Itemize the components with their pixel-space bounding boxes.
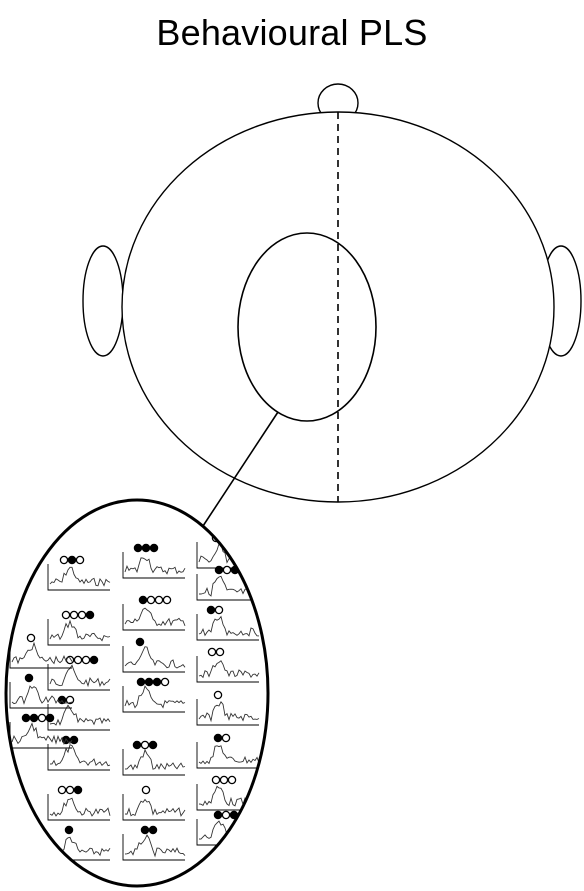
significance-marker <box>211 775 221 785</box>
significance-marker <box>206 605 216 615</box>
significance-marker <box>59 555 69 565</box>
significance-marker <box>77 610 87 620</box>
electrode-waveform-panel <box>196 605 260 641</box>
electrode-waveform-panel <box>122 595 186 631</box>
significance-marker <box>135 637 145 647</box>
significance-marker <box>221 810 231 820</box>
significance-marker <box>45 713 55 723</box>
significance-marker <box>140 825 150 835</box>
electrode-waveform-panel <box>196 647 260 683</box>
electrode-waveform-panel <box>122 740 186 776</box>
significance-marker <box>75 555 85 565</box>
electrode-waveform-panel <box>47 785 111 821</box>
significance-marker <box>219 775 229 785</box>
electrode-waveform-panel <box>47 555 111 591</box>
significance-marker <box>152 677 162 687</box>
electrode-waveform-panel <box>122 543 186 579</box>
region-of-interest <box>237 232 377 422</box>
significance-marker <box>81 655 91 665</box>
significance-marker <box>207 647 217 657</box>
significance-marker <box>214 605 224 615</box>
significance-marker <box>85 610 95 620</box>
significance-marker <box>141 785 151 795</box>
significance-marker <box>213 690 223 700</box>
electrode-waveform-panel <box>122 677 186 713</box>
significance-marker <box>227 533 237 543</box>
figure-title: Behavioural PLS <box>156 12 428 53</box>
significance-marker <box>148 740 158 750</box>
zoom-connector-line <box>202 411 279 527</box>
significance-marker <box>57 785 67 795</box>
significance-marker <box>29 713 39 723</box>
significance-marker <box>73 785 83 795</box>
significance-marker <box>162 595 172 605</box>
significance-marker <box>160 677 170 687</box>
electrode-waveform-panel <box>122 785 186 821</box>
zoomed-electrode-array-inset <box>6 500 268 886</box>
significance-marker <box>215 647 225 657</box>
electrode-waveform-panel <box>47 735 111 771</box>
significance-marker <box>73 655 83 665</box>
significance-marker <box>235 533 245 543</box>
significance-marker <box>221 733 231 743</box>
significance-marker <box>141 543 151 553</box>
significance-marker <box>132 740 142 750</box>
significance-marker <box>26 633 36 643</box>
electrode-waveform-panel <box>47 655 111 691</box>
significance-marker <box>140 740 150 750</box>
significance-marker <box>61 610 71 620</box>
significance-marker <box>65 785 75 795</box>
electrode-waveform-panel <box>122 637 186 673</box>
significance-marker <box>136 677 146 687</box>
significance-marker <box>222 565 232 575</box>
significance-marker <box>69 735 79 745</box>
significance-marker <box>89 655 99 665</box>
significance-marker <box>154 595 164 605</box>
significance-marker <box>227 775 237 785</box>
significance-marker <box>64 825 74 835</box>
significance-marker <box>214 565 224 575</box>
electrode-waveform-panel <box>196 775 260 811</box>
electrode-waveform-panel <box>47 610 111 646</box>
significance-marker <box>133 543 143 553</box>
significance-marker <box>69 610 79 620</box>
significance-marker <box>149 543 159 553</box>
electrode-waveform-panel <box>196 690 260 726</box>
inset-border <box>4 498 270 888</box>
significance-marker <box>144 677 154 687</box>
left-ear-icon <box>82 245 124 357</box>
electrode-waveform-panel <box>9 673 73 709</box>
electrode-waveform-panel <box>196 733 260 769</box>
significance-marker <box>213 810 223 820</box>
electrode-waveform-grid <box>9 533 260 861</box>
significance-marker <box>138 595 148 605</box>
significance-marker <box>146 595 156 605</box>
electrode-waveform-panel <box>122 825 186 861</box>
significance-marker <box>24 673 34 683</box>
significance-marker <box>213 733 223 743</box>
significance-marker <box>21 713 31 723</box>
significance-marker <box>37 713 47 723</box>
significance-marker <box>148 825 158 835</box>
significance-marker <box>219 533 229 543</box>
significance-marker <box>67 555 77 565</box>
